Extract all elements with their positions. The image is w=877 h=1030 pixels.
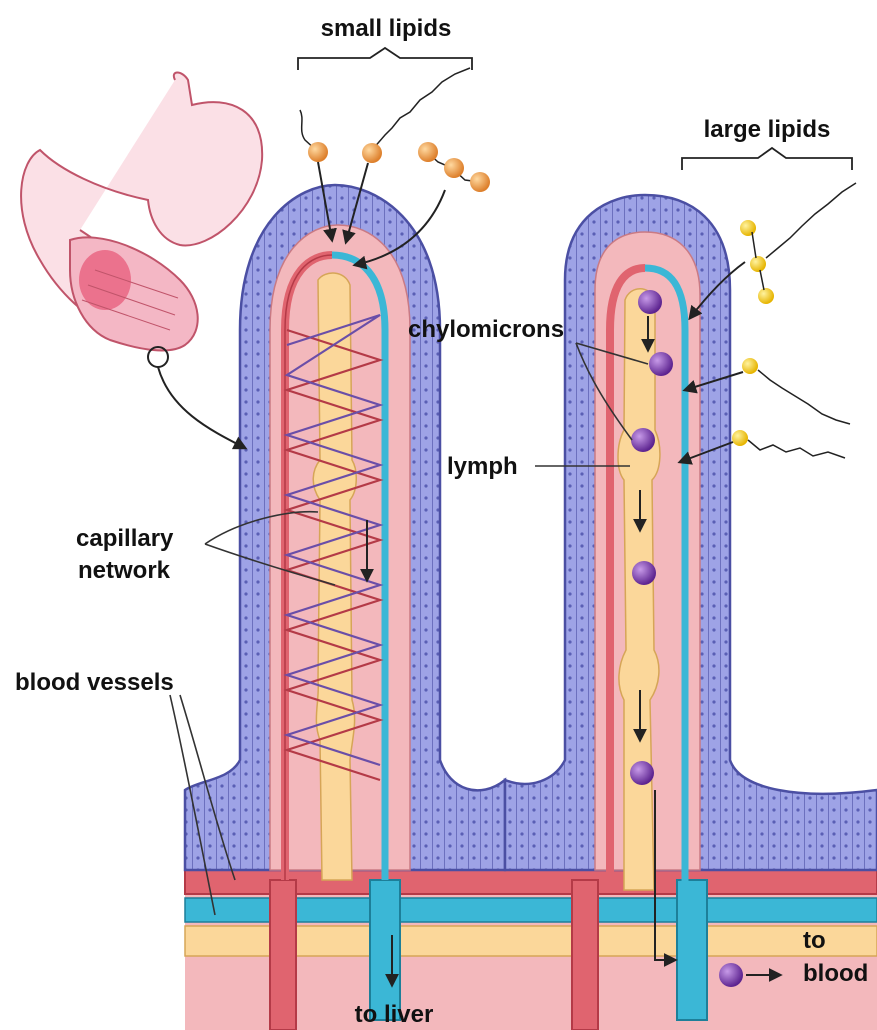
large-lipids-brace bbox=[682, 148, 852, 170]
label-to-liver: to liver bbox=[355, 1001, 434, 1028]
label-blood: blood bbox=[803, 960, 868, 987]
label-lymph: lymph bbox=[447, 453, 518, 480]
label-small-lipids: small lipids bbox=[321, 15, 452, 42]
label-network: network bbox=[78, 557, 171, 584]
left-villus bbox=[185, 185, 505, 880]
label-large-lipids: large lipids bbox=[704, 116, 831, 143]
small-lipids-brace bbox=[298, 48, 472, 70]
label-blood-vessels: blood vessels bbox=[15, 669, 174, 696]
stomach-intestine-icon bbox=[21, 73, 262, 449]
label-capillary: capillary bbox=[76, 525, 174, 552]
label-chylomicrons: chylomicrons bbox=[408, 316, 564, 343]
label-to: to bbox=[803, 927, 826, 954]
right-villus bbox=[505, 195, 877, 890]
